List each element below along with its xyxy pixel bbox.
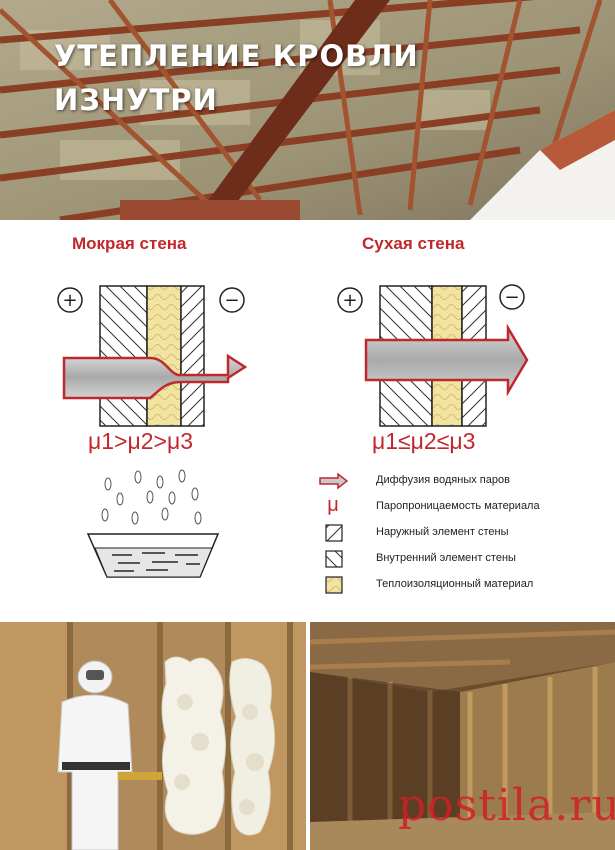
wet-diffusion-arrow [62,353,248,400]
plus-circle-icon: + [57,287,83,313]
dry-plus-sign: + [342,290,357,311]
mu-symbol-icon: μ [327,494,339,516]
legend-label: Внутренний элемент стены [376,552,516,564]
diagram-canvas: + − + − [57,284,529,578]
legend-item-insulation: Теплоизоляционный материал [318,574,608,596]
inner-hatch-icon [325,550,343,568]
wet-wall-section: + − [57,285,248,427]
evaporation-dish-illustration [86,469,220,578]
arrow-icon [319,472,348,490]
dry-diffusion-arrow [364,323,529,397]
attic-insulation-image [310,622,615,850]
page-title: УТЕПЛЕНИЕ КРОВЛИ ИЗНУТРИ [54,34,419,122]
spray-foam-photo [0,622,306,850]
dry-wall-section: + − [337,284,529,427]
legend-label: Диффузия водяных паров [376,474,510,486]
dry-wall-title: Сухая стена [362,234,465,253]
legend-item-outer: Наружный элемент стены [318,522,608,544]
wet-plus-sign: + [62,290,77,311]
legend-item-diffusion: Диффузия водяных паров [318,470,608,492]
wet-insulation-layer [146,285,182,427]
wet-minus-sign: − [224,290,239,311]
legend-label: Теплоизоляционный материал [376,578,534,590]
dry-minus-sign: − [504,287,519,308]
worker-figure [57,660,162,850]
wet-outer-layer [180,285,205,427]
legend-label: Паропроницаемость материала [376,500,540,512]
mineral-wool-photo [310,622,615,850]
spray-foam-image [0,622,306,850]
legend-item-inner: Внутренний элемент стены [318,548,608,570]
attic-roof-image [0,0,615,220]
legend-item-permeability: μ Паропроницаемость материала [318,494,608,518]
minus-circle-icon: − [219,287,245,313]
legend-label: Наружный элемент стены [376,526,509,538]
title-line-2: ИЗНУТРИ [54,83,218,117]
wet-wall-title: Мокрая стена [72,234,187,253]
insulation-icon [325,576,343,594]
wet-inner-layer [99,285,148,427]
plus-circle-icon: + [337,287,363,313]
minus-circle-icon: − [499,284,525,310]
dry-wall-formula: μ1≤μ2≤μ3 [372,428,476,454]
wet-wall-formula: μ1>μ2>μ3 [88,428,193,454]
title-line-1: УТЕПЛЕНИЕ КРОВЛИ [54,39,419,73]
outer-hatch-icon [325,524,343,542]
wall-diagram: + − + − [0,222,615,620]
watermark-text: postila.ru [398,780,615,831]
hero-photo: УТЕПЛЕНИЕ КРОВЛИ ИЗНУТРИ [0,0,615,220]
